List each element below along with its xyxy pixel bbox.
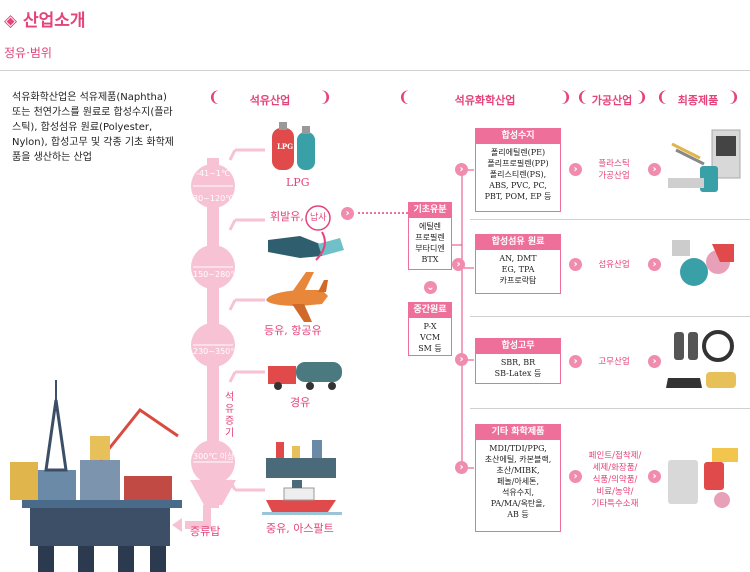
column-header-label: 가공산업 — [591, 94, 633, 107]
product-diesel: 경유 — [290, 396, 311, 409]
tank-truck-icon — [268, 362, 342, 390]
appliance-icon — [668, 129, 741, 192]
tire-steering-icon — [666, 330, 736, 388]
other-chemicals-box: 기타 화학제품 MDI/TDI/PPG, 초산에틸, 카본블랙, 초산/MIBK… — [475, 424, 561, 532]
industry-textile: 섬유산업 — [598, 260, 630, 270]
bracket-left-icon: ❨ — [398, 88, 411, 106]
box-title: 합성섬유 원료 — [476, 235, 560, 250]
box-items: AN, DMT EG, TPA 카프로락탐 — [499, 254, 537, 285]
arrow-right-icon: › — [341, 207, 354, 220]
bracket-left-icon: ❨ — [656, 88, 669, 106]
offshore-platform-icon — [10, 380, 182, 572]
row-divider — [470, 219, 750, 220]
basic-feedstock-items: 에틸렌 프로필렌 부타디엔 BTX — [415, 222, 445, 264]
box-title: 합성고무 — [476, 339, 560, 354]
airplane-icon — [266, 272, 328, 322]
product-lpg: LPG — [286, 176, 310, 189]
intermediate-material-title: 중간원료 — [409, 303, 451, 318]
intermediate-material-box: 중간원료 P-X VCM SM 등 — [408, 302, 452, 356]
arrow-right-icon: › — [569, 470, 582, 483]
synthetic-resin-box: 합성수지 폴리에틸렌(PE) 폴리프로필렌(PP) 폴리스티렌(PS), ABS… — [475, 128, 561, 212]
synthetic-fiber-box: 합성섬유 원료 AN, DMT EG, TPA 카프로락탐 — [475, 234, 561, 294]
column-header-petrochemical: ❨ 석유화학산업 ❩ — [398, 88, 572, 108]
product-kerosene: 등유, 항공유 — [264, 324, 322, 337]
temp-label: 300℃ 이상 — [193, 452, 235, 461]
vapor-label: 석유증기 — [225, 392, 235, 439]
industry-rubber: 고무산업 — [598, 357, 630, 367]
arrow-right-icon: › — [455, 461, 468, 474]
row-divider — [470, 316, 750, 317]
basic-feedstock-title: 기초유분 — [409, 203, 451, 218]
bracket-right-icon: ❩ — [727, 88, 740, 106]
box-title: 기타 화학제품 — [476, 425, 560, 440]
distillation-tower-label: 증류탑 — [190, 525, 221, 538]
industry-description: 석유화학산업은 석유제품(Naphtha) 또는 천연가스를 원료로 합성수지(… — [12, 92, 175, 163]
column-header-label: 최종제품 — [677, 94, 719, 107]
column-header-label: 석유화학산업 — [454, 94, 516, 107]
ship-icon — [262, 480, 342, 515]
bracket-right-icon: ❩ — [319, 88, 332, 106]
box-items: 폴리에틸렌(PE) 폴리프로필렌(PP) 폴리스티렌(PS), ABS, PVC… — [484, 148, 552, 201]
box-title: 합성수지 — [476, 129, 560, 144]
column-header-processing: ❨ 가공산업 ❩ — [576, 88, 648, 108]
arrow-right-icon: › — [648, 163, 661, 176]
arrow-right-icon: › — [455, 353, 468, 366]
bracket-right-icon: ❩ — [559, 88, 572, 106]
box-items: MDI/TDI/PPG, 초산에틸, 카본블랙, 초산/MIBK, 페놀/아세톤… — [484, 444, 552, 519]
row-divider — [470, 408, 750, 409]
box-items: SBR, BR SB-Latex 등 — [494, 358, 542, 378]
column-header-petroleum: ❨ 석유산업 ❩ — [208, 88, 332, 108]
intermediate-material-items: P-X VCM SM 등 — [418, 322, 442, 353]
fabric-yarn-icon — [672, 240, 734, 286]
arrow-down-icon: ⌄ — [424, 281, 437, 294]
industry-specialty: 페인트/접착제/ 세제/화장품/ 식품/의약품/ 비료/농약/ 기타특수소재 — [588, 451, 642, 509]
bracket-left-icon: ❨ — [208, 88, 221, 106]
fuel-nozzle-icon — [268, 205, 344, 261]
column-header-label: 석유산업 — [249, 94, 291, 107]
temp-label: 150~280℃ — [193, 270, 240, 279]
synthetic-rubber-box: 합성고무 SBR, BR SB-Latex 등 — [475, 338, 561, 384]
refinery-factory-icon — [266, 440, 336, 478]
temp-label: 30~120℃ — [193, 194, 235, 203]
section-subtitle: 정유·범위 — [4, 46, 52, 60]
chemical-products-icon — [668, 448, 738, 508]
arrow-right-icon: › — [648, 470, 661, 483]
page-title: ◈ 산업소개 — [4, 11, 86, 31]
product-gasoline: 휘발유, — [270, 210, 304, 223]
arrow-right-icon: › — [452, 258, 465, 271]
arrow-right-icon: › — [648, 355, 661, 368]
bracket-left-icon: ❨ — [576, 88, 589, 106]
basic-feedstock-box: 기초유분 에틸렌 프로필렌 부타디엔 BTX — [408, 202, 452, 270]
product-heavy-oil: 중유, 아스팔트 — [266, 522, 334, 535]
lpg-tank-label: LPG — [277, 142, 294, 151]
distillation-tower-icon — [172, 148, 265, 532]
arrow-right-icon: › — [455, 163, 468, 176]
arrow-right-icon: › — [648, 258, 661, 271]
arrow-right-icon: › — [569, 163, 582, 176]
bracket-right-icon: ❩ — [635, 88, 648, 106]
header-divider — [0, 70, 750, 71]
lpg-tank-icon — [272, 122, 315, 170]
industry-plastics: 플라스틱 가공산업 — [598, 159, 630, 181]
product-naphtha: 납사 — [310, 213, 327, 223]
temp-label: 230~350℃ — [193, 347, 240, 356]
temp-label: -41~1℃ — [196, 169, 230, 178]
arrow-right-icon: › — [569, 258, 582, 271]
arrow-right-icon: › — [569, 355, 582, 368]
column-header-final: ❨ 최종제품 ❩ — [656, 88, 740, 108]
